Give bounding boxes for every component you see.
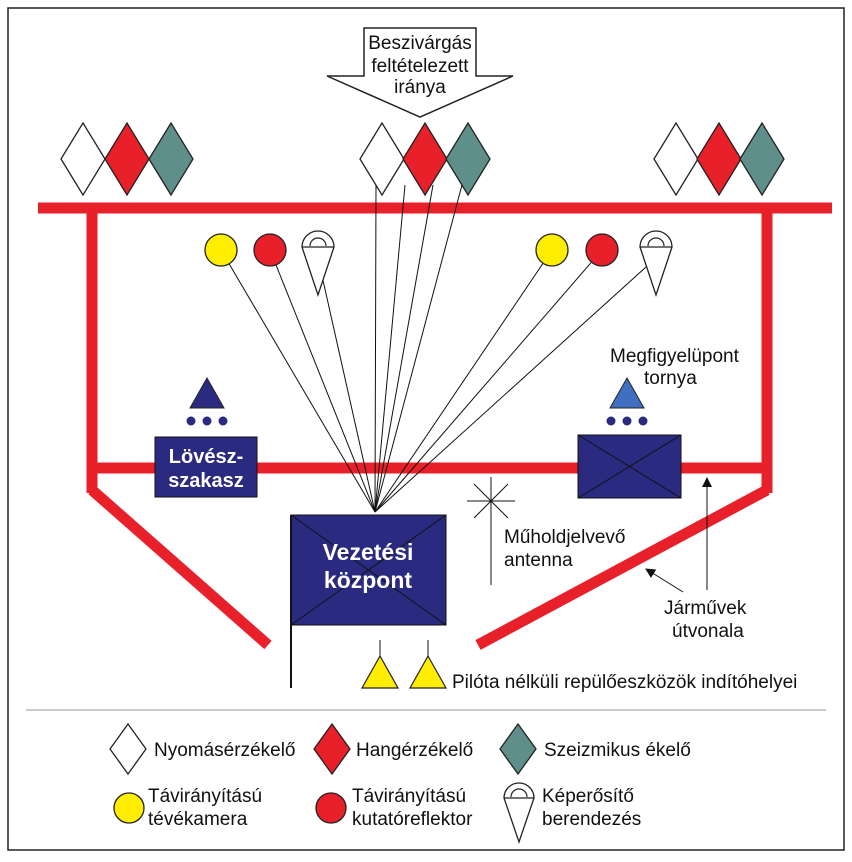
sound-sensor-icon: [696, 121, 742, 197]
route-left-diagonal: [88, 485, 272, 650]
dot-icon: [638, 416, 648, 426]
legend-seismic-sensor-label: Szeizmikus ékelő: [544, 740, 691, 761]
pressure-sensor-icon: [60, 121, 106, 197]
remote-camera-icon: [204, 233, 238, 267]
dot-icon: [622, 416, 632, 426]
sensor-wires: [220, 184, 657, 513]
legend-remote-camera-icon: [113, 792, 145, 824]
dot-icon: [202, 416, 212, 426]
legend: Nyomásérzékelő Hangérzékelő Szeizmikus é…: [26, 709, 826, 845]
arrow-label-line-3: iránya: [394, 77, 446, 98]
infiltration-arrow: Beszivárgás feltételezett iránya: [326, 27, 514, 118]
legend-sound-sensor-icon: [313, 722, 351, 776]
tower-icon: [609, 376, 645, 409]
legend-remote-camera-label-line-1: Távirányítású: [148, 786, 262, 807]
observation-tower-label-line-2: tornya: [644, 368, 697, 389]
pressure-sensor-icon: [359, 121, 405, 197]
uav-launch-icon: [408, 654, 448, 689]
satellite-antenna-label-line-2: antenna: [504, 550, 573, 571]
remote-camera-icon: [535, 233, 569, 267]
command-center: Vezetési központ: [290, 514, 447, 688]
rifle-squad-label-line-2: szakasz: [168, 470, 244, 492]
vehicle-route-label-line-1: Járművek: [664, 598, 747, 619]
rifle-squad: Lövész- szakasz: [154, 376, 258, 498]
route-right-diagonal: [475, 485, 770, 650]
legend-image-intensifier-label-line-1: Képerősítő: [542, 786, 634, 807]
uav-launch-icon: [360, 654, 400, 689]
uav-launch-sites: Pilóta nélküli repülőeszközök indítóhely…: [360, 640, 797, 693]
observation-tower-label-line-1: Megfigyelüpont: [610, 346, 740, 367]
rifle-squad-box: [154, 436, 258, 498]
arrow-label-line-1: Beszivárgás: [368, 33, 472, 54]
vehicle-route-annotation: Járművek útvonala: [645, 477, 747, 642]
dot-icon: [606, 416, 616, 426]
remote-searchlight-icon: [253, 233, 287, 267]
seismic-sensor-icon: [739, 121, 785, 197]
legend-image-intensifier-icon: [503, 782, 535, 845]
device-group-right: [535, 230, 673, 298]
legend-image-intensifier-label-line-2: berendezés: [542, 809, 641, 830]
legend-remote-searchlight-icon: [315, 792, 347, 824]
vehicle-route-label-line-2: útvonala: [672, 621, 744, 642]
legend-remote-searchlight-label-line-2: kutatóreflektor: [352, 809, 473, 830]
sensor-group-right: [653, 121, 785, 197]
device-group-left: [204, 230, 335, 298]
image-intensifier-icon: [639, 230, 673, 298]
command-center-label-line-1: Vezetési: [323, 539, 414, 565]
outer-border: [7, 7, 845, 851]
remote-searchlight-icon: [585, 233, 619, 267]
tower-icon: [189, 376, 225, 409]
legend-remote-camera-label-line-2: tévékamera: [148, 809, 248, 830]
seismic-sensor-icon: [148, 121, 194, 197]
legend-pressure-sensor-label: Nyomásérzékelő: [154, 740, 296, 761]
legend-sound-sensor-label: Hangérzékelő: [356, 740, 473, 761]
sensor-group-left: [60, 121, 194, 197]
observation-tower: Megfigyelüpont tornya: [577, 346, 740, 499]
image-intensifier-icon: [301, 230, 335, 298]
command-center-label-line-2: központ: [324, 567, 412, 593]
arrow-label-line-2: feltételezett: [371, 56, 469, 77]
satellite-antenna: [467, 477, 515, 585]
legend-remote-searchlight-label-line-1: Távirányítású: [352, 786, 466, 807]
sound-sensor-icon: [104, 121, 150, 197]
sound-sensor-icon: [402, 121, 448, 197]
satellite-antenna-label-line-1: Műholdjelvevő: [504, 527, 625, 548]
legend-seismic-sensor-icon: [499, 722, 537, 776]
uav-launch-label: Pilóta nélküli repülőeszközök indítóhely…: [452, 672, 797, 693]
seismic-sensor-icon: [445, 121, 491, 197]
sensor-group-center: [359, 121, 491, 197]
dot-icon: [218, 416, 228, 426]
dot-icon: [186, 416, 196, 426]
pressure-sensor-icon: [653, 121, 699, 197]
legend-pressure-sensor-icon: [109, 722, 147, 776]
rifle-squad-label-line-1: Lövész-: [169, 446, 243, 468]
